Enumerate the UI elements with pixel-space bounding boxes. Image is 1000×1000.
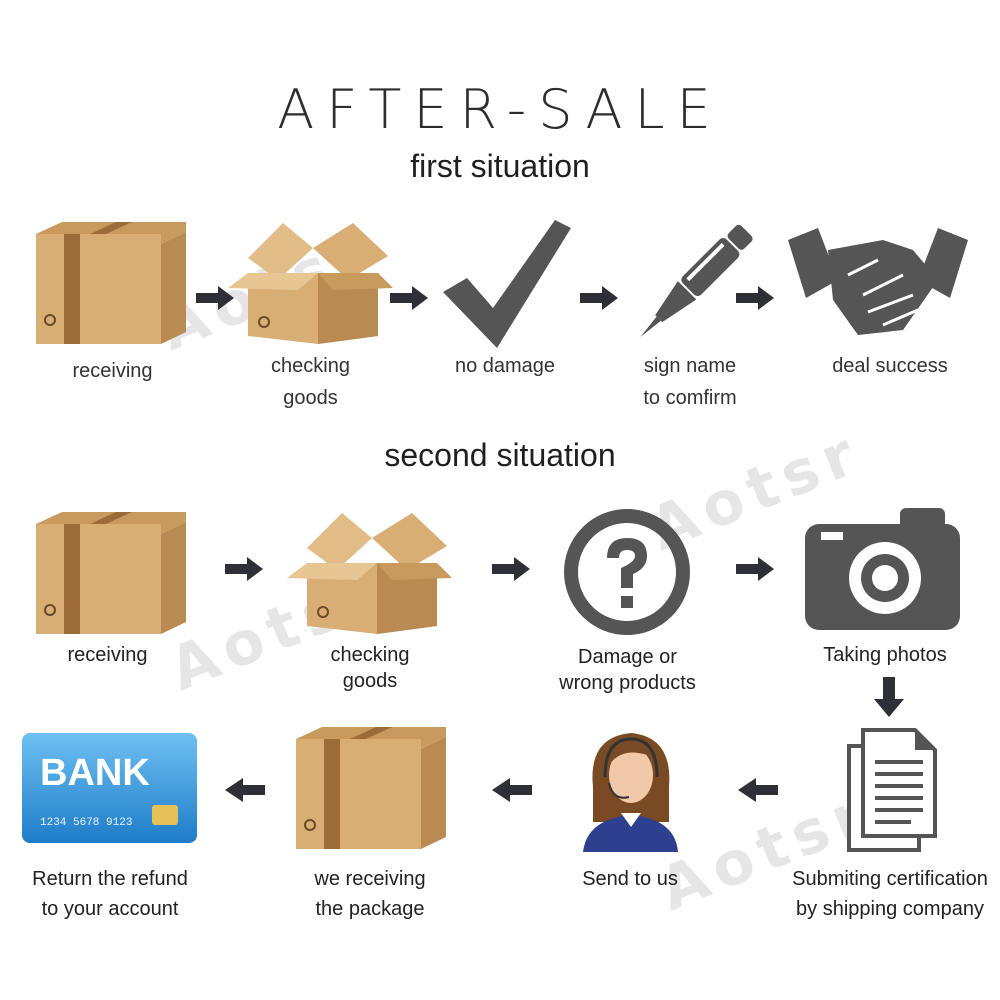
card-number: 1234 5678 9123 [40, 817, 132, 829]
arrow-right-icon [492, 557, 530, 581]
arrow-right-icon [736, 286, 774, 310]
step-label: deal success [832, 355, 948, 377]
step-label: Send to us [582, 868, 678, 890]
closed-box-icon [296, 727, 446, 849]
open-box-icon [287, 513, 452, 634]
arrow-right-icon [225, 557, 263, 581]
arrow-right-icon [196, 286, 234, 310]
arrow-right-icon [736, 557, 774, 581]
arrow-down-icon [874, 677, 904, 717]
checkmark-icon [443, 220, 571, 348]
step-label: no damage [454, 355, 556, 377]
page-title: AFTER-SALE [277, 78, 723, 141]
question-mark-icon [564, 509, 690, 635]
bank-text: BANK [40, 752, 150, 794]
step-label: receiving [72, 360, 153, 382]
step-label: receiving [67, 644, 148, 666]
first-situation-heading: first situation [410, 148, 590, 184]
bank-card-icon: BANK 1234 5678 9123 [22, 733, 197, 843]
document-icon [847, 728, 937, 852]
arrow-left-icon [492, 778, 532, 802]
handshake-icon [788, 228, 968, 335]
arrow-left-icon [738, 778, 778, 802]
pen-icon [640, 224, 753, 338]
second-situation-heading: second situation [384, 437, 616, 473]
arrow-right-icon [580, 286, 618, 310]
camera-icon [805, 508, 960, 630]
closed-box-icon [36, 222, 186, 344]
support-agent-icon [583, 733, 678, 852]
arrow-left-icon [225, 778, 265, 802]
arrow-right-icon [390, 286, 428, 310]
open-box-icon [228, 223, 393, 344]
step-label: Taking photos [823, 644, 947, 666]
closed-box-icon [36, 512, 186, 634]
